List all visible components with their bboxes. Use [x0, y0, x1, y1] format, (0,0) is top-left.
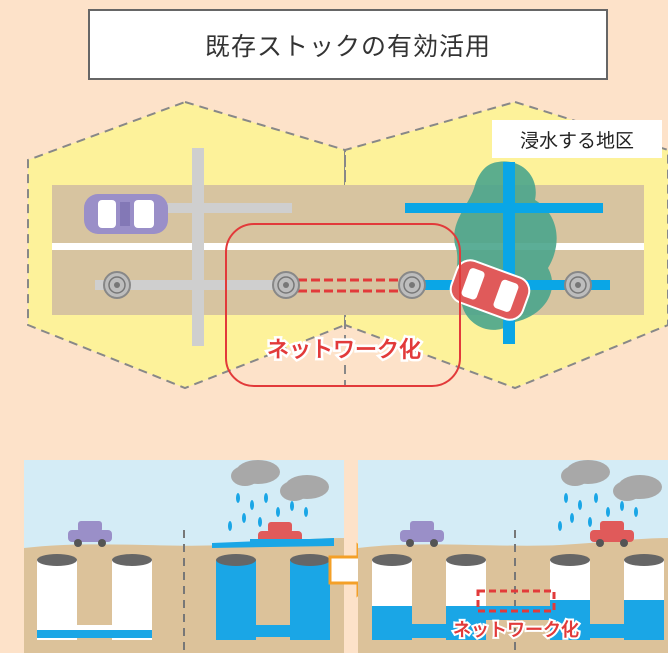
network-connection-box	[476, 589, 556, 613]
network-label-top: ネットワーク化	[267, 337, 421, 363]
manhole-icon	[272, 271, 300, 299]
car-side-view-icon	[400, 521, 444, 547]
grey-pipe-upper-branch	[150, 203, 292, 213]
after-cross-section-panel	[358, 460, 668, 653]
rain-cloud-icon	[561, 460, 662, 501]
manhole-icon	[103, 271, 131, 299]
before-cross-section-panel	[24, 460, 344, 653]
stranded-car-top-view-icon	[449, 259, 531, 321]
car-top-view-icon	[84, 194, 168, 234]
rain-cloud-icon	[231, 460, 329, 501]
blue-pipe-upper-branch	[405, 203, 603, 213]
car-side-view-icon	[68, 521, 112, 547]
manhole-icon	[398, 271, 426, 299]
flood-area-label: 浸水する地区	[492, 120, 662, 158]
flooded-car-side-view-icon	[250, 522, 310, 545]
rain-drops-icon	[558, 493, 638, 531]
network-highlight-frame	[225, 223, 461, 387]
manhole-icon	[564, 271, 592, 299]
grey-pipe-vertical	[192, 148, 204, 346]
page-title: 既存ストックの有効活用	[88, 9, 608, 80]
rain-drops-icon	[228, 493, 308, 531]
safe-car-side-view-icon	[590, 521, 634, 547]
grey-pipe-lower-main	[95, 280, 295, 290]
road-centerline	[52, 243, 644, 250]
network-label-bottom: ネットワーク化	[453, 619, 579, 641]
